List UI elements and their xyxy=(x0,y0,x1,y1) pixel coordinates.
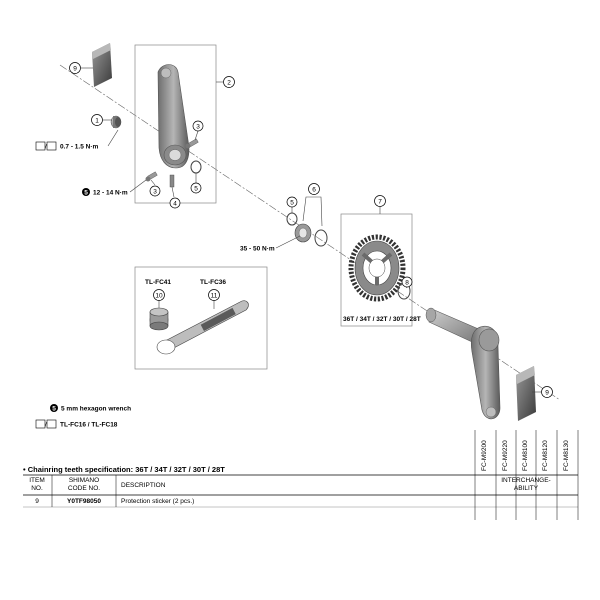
header-item-2: NO. xyxy=(31,485,43,492)
left-crank-arm xyxy=(157,64,190,169)
svg-text:12 - 14 N·m: 12 - 14 N·m xyxy=(93,190,128,197)
svg-text:10: 10 xyxy=(155,293,163,300)
legend-tool-ref: / TL-FC16 / TL-FC18 xyxy=(35,419,118,429)
pinch-bolt-lower xyxy=(145,171,158,182)
chainring-spec-note: • Chainring teeth specification: 36T / 3… xyxy=(23,465,225,474)
svg-text:3: 3 xyxy=(196,124,200,131)
leader-torque-3 xyxy=(275,235,301,249)
callout-8: 8 xyxy=(401,276,413,288)
model-col-3: FC-M8100 xyxy=(522,440,529,471)
spring-washer xyxy=(190,160,202,174)
callout-9b: 9 xyxy=(541,386,553,398)
pinch-bolt-upper xyxy=(185,138,199,149)
model-col-5: FC-M8130 xyxy=(563,440,570,471)
callout-bracket-6 xyxy=(302,196,323,227)
protection-sticker-right xyxy=(516,366,536,421)
callout-11: 11 xyxy=(208,289,220,301)
header-interchange-2: ABILITY xyxy=(514,485,539,492)
crank-arm-fixing-cap xyxy=(110,115,122,129)
callout-9a: 9 xyxy=(69,62,81,74)
tool-tl-fc41 xyxy=(149,307,169,331)
svg-text:11: 11 xyxy=(211,293,218,300)
svg-text:8: 8 xyxy=(405,280,409,287)
svg-text:/: / xyxy=(45,144,47,151)
tool1-name: TL-FC41 xyxy=(145,279,171,286)
row-description: Protection sticker (2 pcs.) xyxy=(121,498,194,505)
svg-text:6: 6 xyxy=(312,187,316,194)
svg-text:5: 5 xyxy=(194,186,198,193)
tools-box xyxy=(134,266,268,370)
parts-table: ITEM NO. SHIMANO CODE NO. DESCRIPTION IN… xyxy=(23,430,579,520)
callout-10: 10 xyxy=(153,289,165,301)
callout-3b: 3 xyxy=(149,185,161,197)
svg-text:5: 5 xyxy=(290,200,294,207)
callout-3a: 3 xyxy=(192,120,204,132)
header-description: DESCRIPTION xyxy=(121,482,166,489)
callout-7: 7 xyxy=(374,195,386,207)
legend-hex-wrench: 5 5 mm hexagon wrench xyxy=(50,404,131,413)
leader-torque-2 xyxy=(129,179,147,193)
right-crank-arm-with-spindle xyxy=(425,307,501,420)
svg-text:4: 4 xyxy=(173,201,177,208)
svg-text:5: 5 xyxy=(52,406,56,413)
callout-5a: 5 xyxy=(190,182,202,194)
chainring-group-box xyxy=(340,213,413,327)
row-item: 9 xyxy=(35,498,39,505)
torque-label-1: / 0.7 - 1.5 N·m xyxy=(35,141,99,151)
svg-text:5 mm hexagon wrench: 5 mm hexagon wrench xyxy=(61,406,131,413)
svg-text:7: 7 xyxy=(378,199,382,206)
chainring-sizes-label: 36T / 34T / 32T / 30T / 28T xyxy=(343,316,421,323)
model-col-1: FC-M9200 xyxy=(481,440,488,471)
svg-text:1: 1 xyxy=(95,118,99,125)
svg-text:TL-FC16 / TL-FC18: TL-FC16 / TL-FC18 xyxy=(60,422,118,429)
model-col-4: FC-M8120 xyxy=(542,440,549,471)
callout-1: 1 xyxy=(91,114,103,126)
callout-2: 2 xyxy=(223,76,235,88)
torque-label-3: 35 - 50 N·m xyxy=(240,246,275,253)
svg-text:0.7 - 1.5 N·m: 0.7 - 1.5 N·m xyxy=(60,144,99,151)
svg-text:/: / xyxy=(45,422,47,429)
leader-3a xyxy=(194,130,199,141)
washer-item-5 xyxy=(286,212,298,226)
svg-text:9: 9 xyxy=(545,390,549,397)
torque-label-2: 5 12 - 14 N·m xyxy=(82,188,128,197)
tool2-name: TL-FC36 xyxy=(200,279,226,286)
svg-text:5: 5 xyxy=(84,190,88,197)
leader-4 xyxy=(171,186,175,198)
chainring-lockring xyxy=(294,223,328,247)
tool-tl-fc36 xyxy=(156,300,249,355)
header-interchange-1: INTERCHANGE- xyxy=(501,477,550,484)
header-code-2: CODE NO. xyxy=(68,485,100,492)
svg-text:9: 9 xyxy=(73,66,77,73)
chainring xyxy=(348,234,406,302)
svg-text:2: 2 xyxy=(227,80,231,87)
header-code-1: SHIMANO xyxy=(69,477,99,484)
header-item-1: ITEM xyxy=(29,477,45,484)
callout-4: 4 xyxy=(169,197,181,209)
row-code: Y0TF98050 xyxy=(67,498,101,505)
model-col-2: FC-M9220 xyxy=(502,440,509,471)
svg-text:35 - 50 N·m: 35 - 50 N·m xyxy=(240,246,275,253)
protection-sticker-left xyxy=(92,43,112,87)
callout-5b: 5 xyxy=(286,196,298,208)
leader-torque-1 xyxy=(107,129,119,147)
callout-6: 6 xyxy=(308,183,320,195)
leader-3b xyxy=(150,179,156,186)
safety-plate xyxy=(169,174,175,188)
svg-text:3: 3 xyxy=(153,189,157,196)
